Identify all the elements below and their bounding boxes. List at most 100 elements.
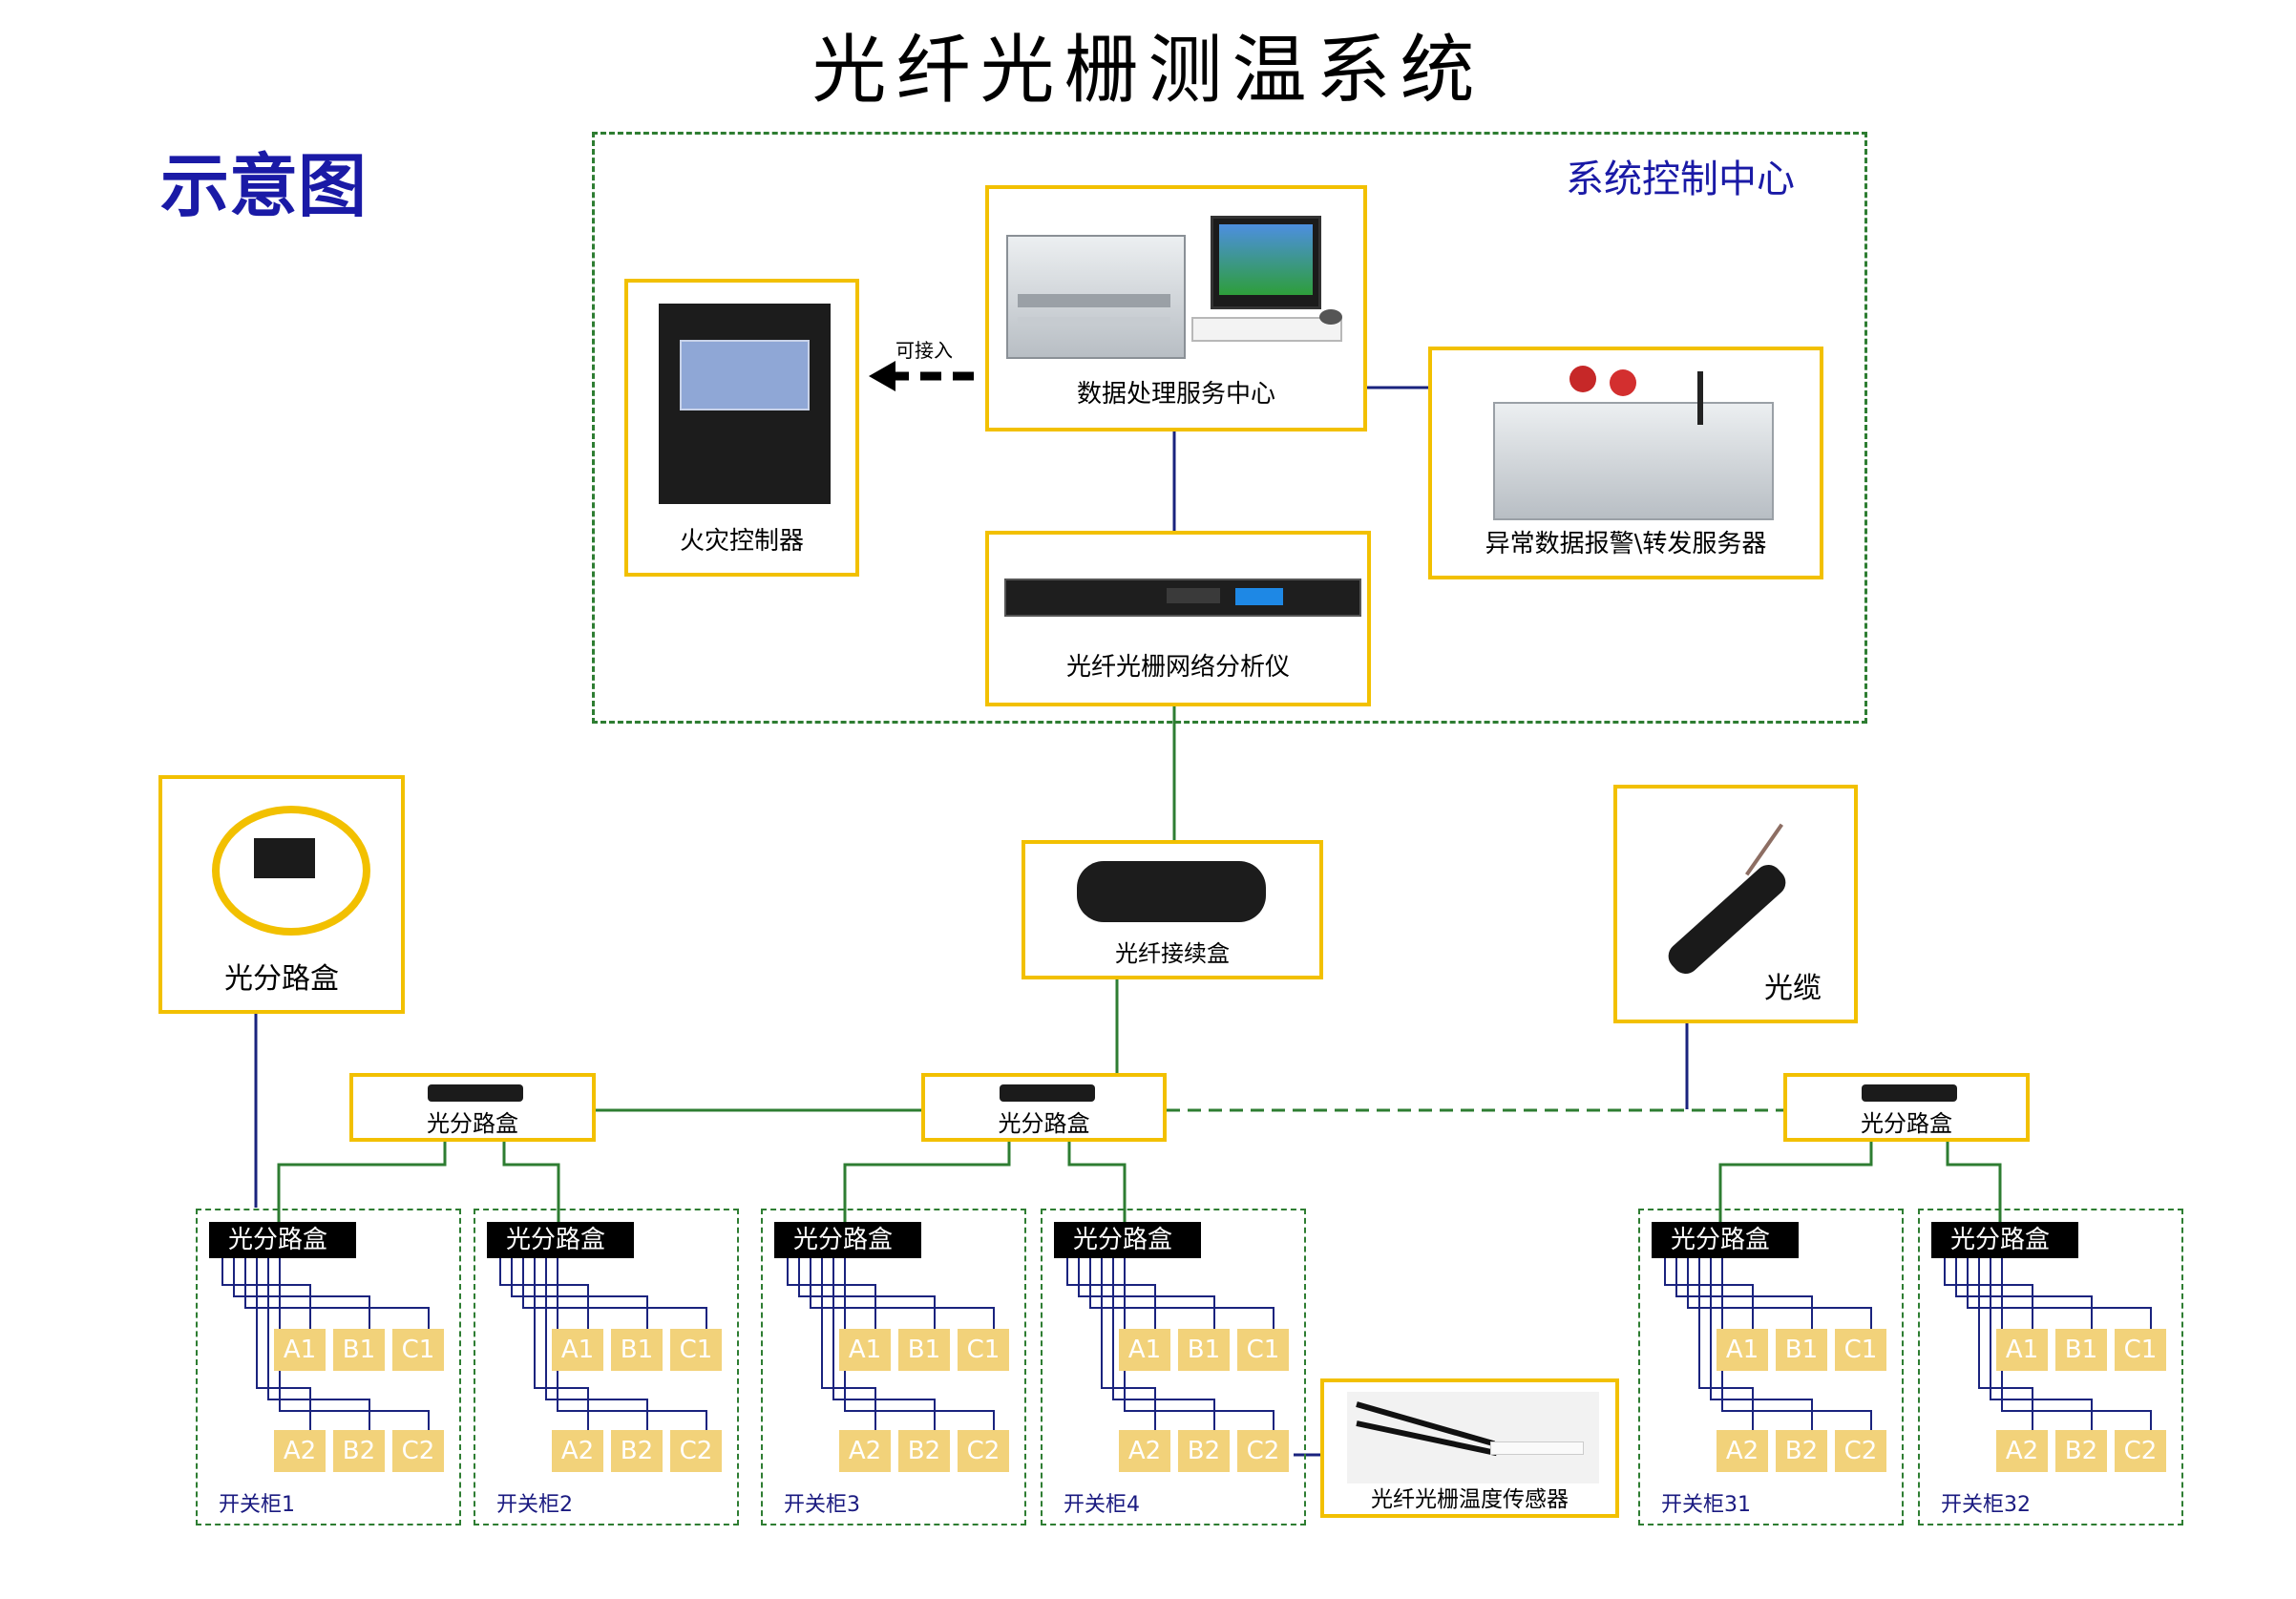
- cabinet-2-cell-a2[interactable]: A2: [552, 1430, 603, 1472]
- cabinet-6-cell-a1[interactable]: A1: [1996, 1329, 2048, 1371]
- splitter-left-label: 光分路盒: [224, 962, 339, 996]
- cabinet-6-wire-a2: [1978, 1258, 2033, 1430]
- alarm-light-icon: [1569, 366, 1596, 392]
- cabinet-4-wire-a2: [1101, 1258, 1156, 1430]
- cabinet-4-header: 光分路盒: [1054, 1222, 1201, 1258]
- server-rack-icon: [1006, 235, 1186, 359]
- cabinet-2-wire-a2: [534, 1258, 589, 1430]
- fire-controller-label: 火灾控制器: [679, 527, 804, 556]
- splitter-1-icon: [428, 1084, 523, 1102]
- cabinet-5-panel: [1638, 1209, 1904, 1525]
- cabinet-2-header: 光分路盒: [487, 1222, 634, 1258]
- splitter-3-box[interactable]: 光分路盒: [1783, 1073, 2030, 1142]
- cabinet-4-panel: [1041, 1209, 1306, 1525]
- cabinet-2-wire-b1: [511, 1258, 648, 1329]
- splitter-1-label: 光分路盒: [427, 1110, 518, 1137]
- cabinet-2-cell-a1[interactable]: A1: [552, 1329, 603, 1371]
- cabinet-2-cell-b1[interactable]: B1: [611, 1329, 663, 1371]
- cable-label: 光缆: [1764, 972, 1822, 1005]
- connect-arrow: [869, 361, 895, 391]
- data-server-box[interactable]: 数据处理服务中心: [985, 185, 1367, 431]
- cabinet-4-cell-c2[interactable]: C2: [1237, 1430, 1289, 1472]
- fire-controller-box[interactable]: 火灾控制器: [624, 279, 859, 577]
- cabinet-5-label: 开关柜31: [1661, 1493, 1751, 1517]
- cabinet-3-cell-a1[interactable]: A1: [839, 1329, 891, 1371]
- mouse-icon: [1319, 309, 1342, 325]
- cabinet-4-cell-b2[interactable]: B2: [1178, 1430, 1230, 1472]
- splitter-1-box[interactable]: 光分路盒: [349, 1073, 596, 1142]
- analyzer-label: 光纤光栅网络分析仪: [1065, 653, 1290, 682]
- splitter-3-icon: [1862, 1084, 1957, 1102]
- splice-enclosure-icon: [1077, 861, 1266, 922]
- cabinet-1-cell-c1[interactable]: C1: [392, 1329, 444, 1371]
- cabinet-6-wire-c1: [1967, 1258, 2152, 1329]
- cabinet-4-cell-a1[interactable]: A1: [1119, 1329, 1170, 1371]
- sensor-probe-icon: [1347, 1392, 1599, 1483]
- cabinet-6-cell-b1[interactable]: B1: [2055, 1329, 2107, 1371]
- cabinet-1-cell-b1[interactable]: B1: [333, 1329, 385, 1371]
- cabinet-1-cell-b2[interactable]: B2: [333, 1430, 385, 1472]
- cabinet-4-cell-c1[interactable]: C1: [1237, 1329, 1289, 1371]
- cabinet-5-wire-b2: [1710, 1258, 1813, 1430]
- control-center-label: 系统控制中心: [1566, 158, 1795, 201]
- cabinet-4-cell-b1[interactable]: B1: [1178, 1329, 1230, 1371]
- analyzer-box[interactable]: 光纤光栅网络分析仪: [985, 531, 1371, 706]
- cabinet-1-panel: [196, 1209, 461, 1525]
- cabinet-6-cell-c1[interactable]: C1: [2115, 1329, 2166, 1371]
- cabinet-1-cell-c2[interactable]: C2: [392, 1430, 444, 1472]
- cabinet-1-wire-b2: [267, 1258, 370, 1430]
- cabinet-5-cell-a1[interactable]: A1: [1717, 1329, 1768, 1371]
- cabinet-5-cell-c2[interactable]: C2: [1835, 1430, 1886, 1472]
- cabinet-1-cell-a1[interactable]: A1: [274, 1329, 326, 1371]
- sensor-box[interactable]: 光纤光栅温度传感器: [1320, 1378, 1619, 1518]
- cabinet-6-cell-c2[interactable]: C2: [2115, 1430, 2166, 1472]
- cabinet-6-cell-a2[interactable]: A2: [1996, 1430, 2048, 1472]
- cabinet-5-cell-b1[interactable]: B1: [1776, 1329, 1827, 1371]
- cabinet-5-cell-a2[interactable]: A2: [1717, 1430, 1768, 1472]
- cabinet-wiring: [221, 1258, 2152, 1430]
- cabinet-1-wire-b1: [233, 1258, 370, 1329]
- cabinet-2-panel: [474, 1209, 739, 1525]
- cabinet-6-header: 光分路盒: [1931, 1222, 2078, 1258]
- cabinet-3-cell-c1[interactable]: C1: [958, 1329, 1009, 1371]
- cabinet-3-cell-c2[interactable]: C2: [958, 1430, 1009, 1472]
- alarm-server-label: 异常数据报警\转发服务器: [1485, 530, 1767, 558]
- cabinet-2-cell-c2[interactable]: C2: [670, 1430, 722, 1472]
- cabinet-3-wire-c1: [810, 1258, 995, 1329]
- cabinet-5-cell-b2[interactable]: B2: [1776, 1430, 1827, 1472]
- cabinet-4-cell-a2[interactable]: A2: [1119, 1430, 1170, 1472]
- cabinet-5-wire-c1: [1687, 1258, 1872, 1329]
- antenna-icon: [1697, 371, 1703, 425]
- cabinet-4-label: 开关柜4: [1064, 1493, 1140, 1517]
- cabinet-5-cell-c1[interactable]: C1: [1835, 1329, 1886, 1371]
- splice-box[interactable]: 光纤接续盒: [1022, 840, 1323, 979]
- cabinet-5-wire-b1: [1675, 1258, 1813, 1329]
- cabinet-4-wire-b2: [1112, 1258, 1215, 1430]
- splitter-3-label: 光分路盒: [1861, 1110, 1952, 1137]
- cabinet-4-wire-b1: [1078, 1258, 1215, 1329]
- cabinet-3-wire-b2: [832, 1258, 936, 1430]
- cabinet-3-wire-b1: [798, 1258, 936, 1329]
- cabinet-3-header: 光分路盒: [774, 1222, 921, 1258]
- splitter-module-icon: [254, 838, 315, 878]
- cabinet-1-cell-a2[interactable]: A2: [274, 1430, 326, 1472]
- analyzer-rack-icon: [1004, 579, 1361, 617]
- cabinet-6-panel: [1918, 1209, 2183, 1525]
- splitter-2-label: 光分路盒: [998, 1110, 1090, 1137]
- cabinet-3-cell-a2[interactable]: A2: [839, 1430, 891, 1472]
- cabinet-6-cell-b2[interactable]: B2: [2055, 1430, 2107, 1472]
- cabinet-6-label: 开关柜32: [1941, 1493, 2031, 1517]
- cabinet-3-cell-b2[interactable]: B2: [898, 1430, 950, 1472]
- cabinet-6-wire-b1: [1955, 1258, 2093, 1329]
- cable-box[interactable]: 光缆: [1613, 785, 1858, 1023]
- splitter-left-box[interactable]: 光分路盒: [158, 775, 405, 1014]
- cabinet-2-cell-c1[interactable]: C1: [670, 1329, 722, 1371]
- sensor-label: 光纤光栅温度传感器: [1371, 1487, 1569, 1512]
- cabinet-2-cell-b2[interactable]: B2: [611, 1430, 663, 1472]
- cabinet-1-wire-c1: [244, 1258, 430, 1329]
- cabinet-3-cell-b1[interactable]: B1: [898, 1329, 950, 1371]
- alarm-device-icon: [1493, 402, 1774, 520]
- monitor-icon: [1211, 216, 1321, 309]
- splitter-2-box[interactable]: 光分路盒: [921, 1073, 1167, 1142]
- alarm-server-box[interactable]: 异常数据报警\转发服务器: [1428, 347, 1823, 579]
